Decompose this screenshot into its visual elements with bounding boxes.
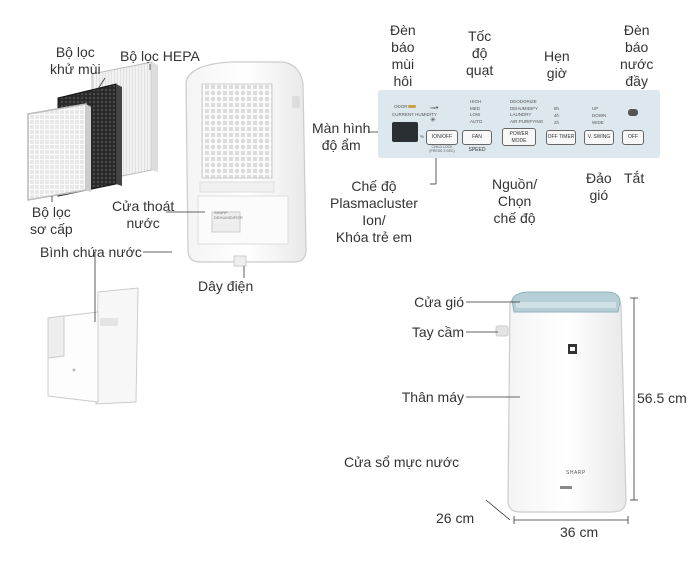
label-pre-filter: Bộ lọc sơ cấp [30, 204, 73, 237]
rear-rating-label: SHARP DEHUMIDIFIER [214, 210, 243, 220]
odor-indicator-label: ODOR [394, 104, 408, 109]
fan-speed-options: HIGH MED LOW AUTO [470, 99, 482, 125]
label-drain-outlet: Cửa thoát nước [112, 198, 175, 231]
swing-opt: UP [592, 106, 599, 111]
label-humidity-display: Màn hình độ ẩm [312, 120, 371, 153]
mode-opt: DEODORIZE [510, 99, 537, 104]
rear-unit-image [185, 61, 307, 267]
front-unit-image [495, 291, 627, 513]
pre-filter-image [27, 103, 91, 201]
mode-opt: AIR PURIFYING [510, 118, 544, 124]
fan-opt: LOW [470, 112, 481, 117]
label-odor-light: Đèn báo mùi hôi [390, 22, 416, 89]
ion-icon: ✳ [430, 117, 436, 124]
dimension-lines [485, 297, 638, 524]
label-full-tank-light: Đèn báo nước đầy [620, 22, 654, 89]
off-button[interactable]: OFF [622, 130, 644, 145]
label-width: 36 cm [560, 524, 599, 540]
odor-indicator-light [408, 105, 416, 108]
label-vent: Cửa gió [414, 294, 464, 310]
label-power-cord: Dây điện [198, 278, 254, 294]
label-power-mode: Nguồn/ Chọn chế độ [492, 176, 538, 226]
timer-options: 8h 4h 2h [554, 105, 559, 126]
label-body: Thân máy [401, 389, 464, 405]
key-icon: ⊸• [430, 105, 439, 112]
label-odor-filter: Bộ lọc khử mùi [50, 44, 101, 77]
fan-opt: HIGH [470, 99, 482, 104]
label-plasmacluster: Chế độ Plasmacluster Ion/ Khóa trẻ em [330, 178, 418, 245]
swing-opt: WIDE [592, 120, 604, 125]
water-tank-image [47, 287, 139, 405]
mode-options: DEODORIZE DEHUMIDIFY LAUNDRY AIR PURIFYI… [510, 99, 543, 125]
swing-options: UP DOWN WIDE [592, 105, 606, 126]
fan-opt: AUTO [470, 118, 483, 124]
mode-opt: LAUNDRY [510, 112, 532, 117]
humidity-display-screen [392, 122, 418, 142]
label-off: Tắt [624, 170, 645, 186]
label-fan-speed: Tốc độ quạt [466, 28, 494, 78]
full-tank-indicator [628, 109, 638, 116]
humidity-percent-sign: % [420, 134, 425, 139]
label-timer: Hẹn giờ [544, 48, 570, 81]
label-height: 56.5 cm [637, 390, 687, 406]
label-handle: Tay cầm [411, 324, 464, 340]
ion-off-button[interactable]: ION/OFF [426, 130, 458, 145]
label-swing: Đảo gió [586, 170, 612, 203]
label-water-window: Cửa sổ mực nước [344, 454, 460, 470]
front-brand-logo: SHARP [566, 470, 586, 476]
off-timer-button[interactable]: OFF TIMER [546, 130, 576, 145]
child-lock-note: CHILD LOCK (PRESS 3 SEC) [429, 145, 455, 153]
timer-opt: 8h [554, 106, 560, 111]
leader-lines [51, 64, 520, 398]
timer-opt: 2h [554, 120, 560, 125]
current-humidity-label: CURRENT HUMIDITY [392, 112, 437, 117]
mode-opt: DEHUMIDIFY [510, 105, 538, 111]
label-depth: 26 cm [436, 510, 475, 526]
swing-opt: DOWN [592, 113, 607, 118]
control-panel: ODOR CURRENT HUMIDITY % ⊸• ✳ ION/OFF CHI… [378, 90, 660, 158]
v-swing-button[interactable]: V. SWING [584, 130, 614, 145]
label-water-tank: Bình chứa nước [40, 244, 142, 260]
fan-speed-button[interactable]: FAN SPEED [462, 130, 492, 153]
timer-opt: 4h [554, 113, 560, 118]
fan-opt: MED [470, 105, 480, 111]
label-hepa-filter: Bộ lọc HEPA [120, 48, 200, 64]
power-mode-button[interactable]: POWER MODE [502, 128, 536, 146]
